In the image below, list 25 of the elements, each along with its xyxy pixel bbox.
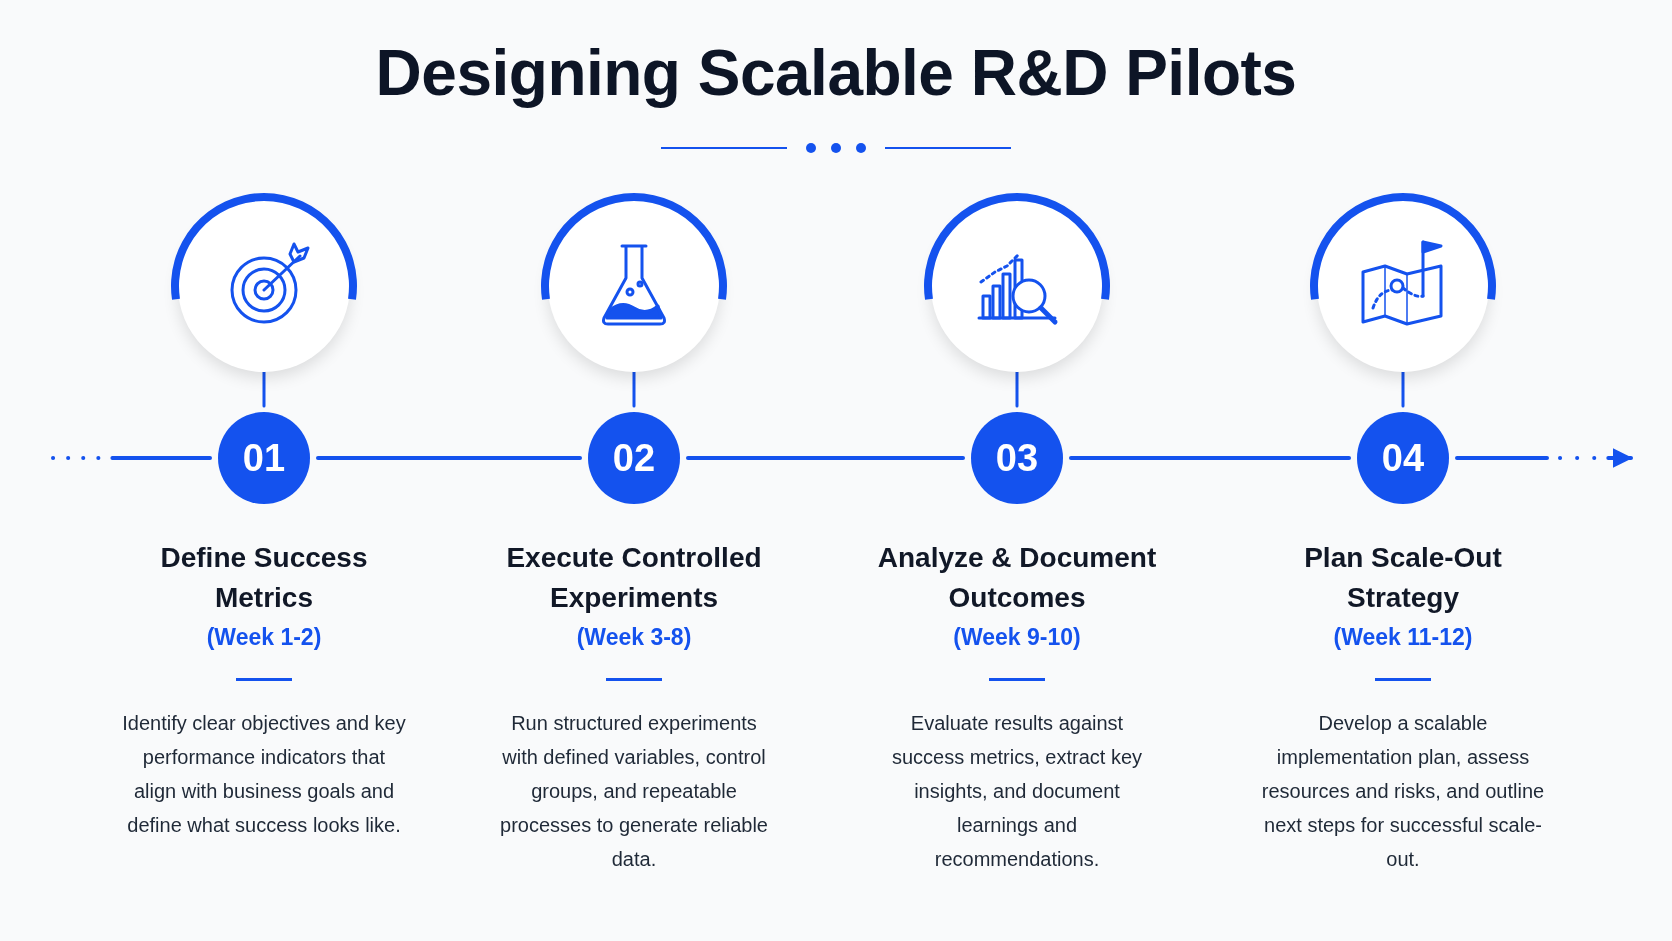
connector-line <box>262 370 266 408</box>
step-number: 03 <box>995 436 1039 480</box>
step-number: 04 <box>1381 436 1425 480</box>
step-heading: Plan Scale-Out Strategy <box>1303 541 1503 615</box>
connector-line <box>1015 370 1019 408</box>
week-range: (Week 9-10) <box>952 624 1082 651</box>
step-number: 02 <box>612 436 656 480</box>
step-description: Evaluate results against success metrics, extract key insights, and document learnings and recommendations. <box>890 711 1144 872</box>
timeline-line <box>1069 456 1351 460</box>
timeline-arrow <box>1455 448 1633 468</box>
week-range: (Week 11-12) <box>1332 624 1474 651</box>
connector-line <box>1401 370 1405 408</box>
step-heading: Execute Controlled Experiments <box>505 541 763 615</box>
timeline-line <box>316 456 582 460</box>
step-heading: Define Success Metrics <box>159 541 369 615</box>
week-range: (Week 1-2) <box>205 624 323 651</box>
timeline-line <box>686 456 965 460</box>
week-range: (Week 3-8) <box>575 624 693 651</box>
step-heading: Analyze & Document Outcomes <box>876 541 1158 615</box>
title: Designing Scalable R&D Pilots <box>374 36 1298 110</box>
step-number: 01 <box>242 436 286 480</box>
step-description: Run structured experiments with defined variables, control groups, and repeatable processes to generate reliable data. <box>499 711 769 872</box>
step-description: Identify clear objectives and key performance indicators that align with business goals and define what success looks like. <box>121 711 407 838</box>
step-description: Develop a scalable implementation plan, assess resources and risks, and outline next steps for successful scale-out. <box>1260 711 1546 872</box>
connector-line <box>632 370 636 408</box>
